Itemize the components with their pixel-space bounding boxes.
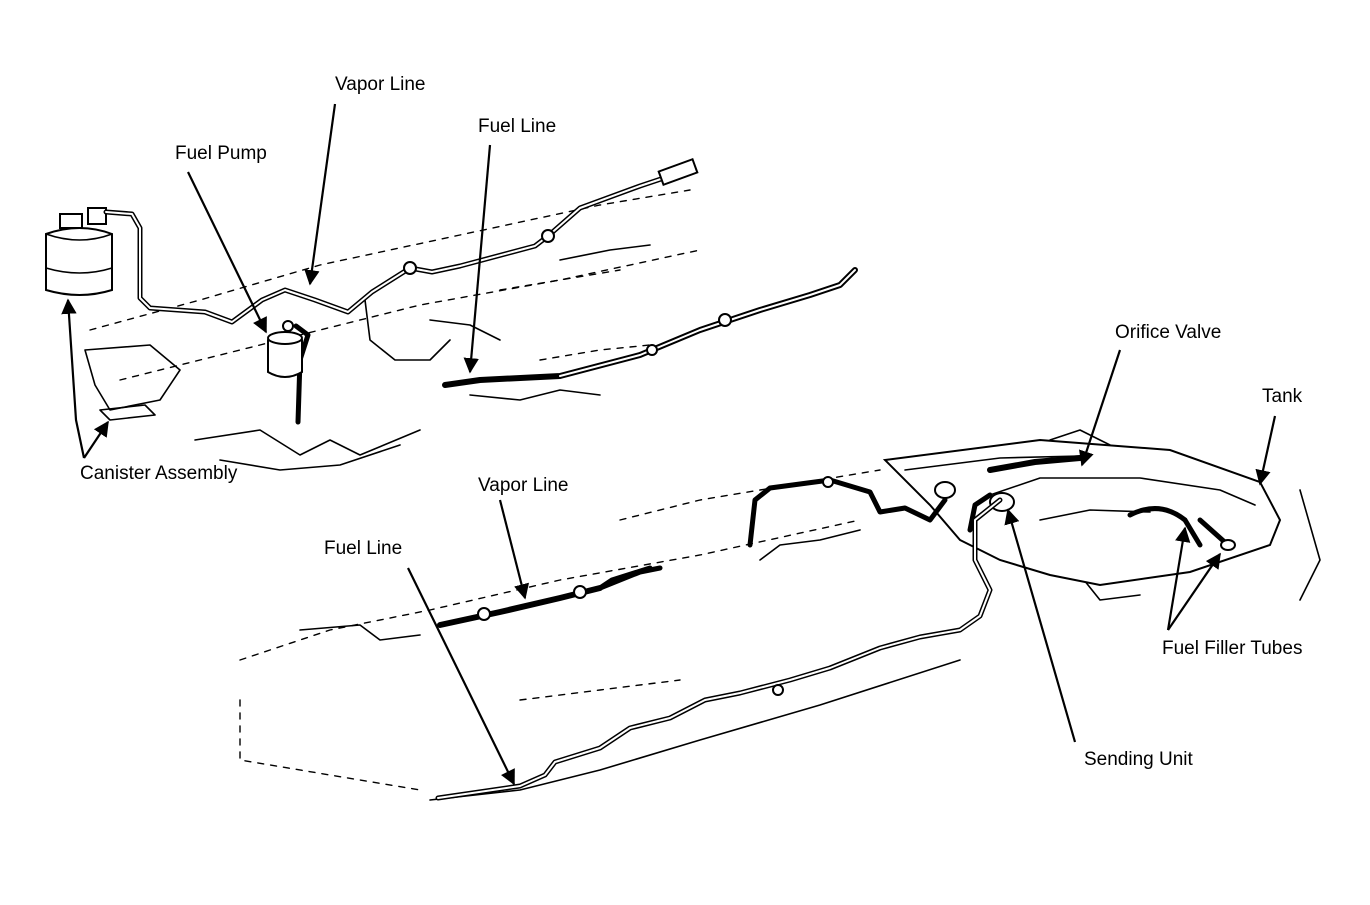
label-fuel-pump: Fuel Pump xyxy=(175,143,267,164)
label-canister-assembly: Canister Assembly xyxy=(80,463,238,484)
fuel-tank xyxy=(882,429,1282,587)
arrow-canister-1 xyxy=(61,298,86,459)
arrow-orifice-valve xyxy=(1079,349,1122,467)
label-fuel-filler-tubes: Fuel Filler Tubes xyxy=(1162,638,1303,659)
arrow-vapor-line-bottom xyxy=(498,499,530,600)
rear-chassis-outline xyxy=(239,469,1321,801)
label-sending-unit: Sending Unit xyxy=(1084,749,1193,770)
arrow-fuel-pump xyxy=(187,171,267,334)
label-fuel-line-bottom: Fuel Line xyxy=(324,538,403,559)
canister-assembly xyxy=(45,207,113,296)
label-fuel-line-top: Fuel Line xyxy=(478,116,557,137)
fuel-pump xyxy=(267,320,303,378)
label-orifice-valve: Orifice Valve xyxy=(1115,322,1222,343)
arrow-fuel-line-bottom xyxy=(407,567,515,786)
fuel-line-bottom xyxy=(435,497,1003,801)
orifice-valve xyxy=(934,455,1083,499)
arrow-sending-unit xyxy=(1004,508,1077,743)
arrow-tank xyxy=(1255,415,1277,486)
fuel-filler-tubes xyxy=(1127,506,1236,551)
front-chassis-outline xyxy=(84,189,701,471)
arrow-fuel-line-top xyxy=(463,144,492,374)
label-tank: Tank xyxy=(1262,386,1303,407)
label-vapor-line-bottom: Vapor Line xyxy=(478,475,569,496)
leader-arrows xyxy=(61,103,1277,786)
arrow-vapor-line-top xyxy=(304,103,337,286)
sending-unit xyxy=(967,492,1015,533)
label-vapor-line-top: Vapor Line xyxy=(335,74,426,95)
fuel-line-top xyxy=(293,267,858,425)
vapor-line-bottom xyxy=(437,476,948,628)
vapor-line-top xyxy=(103,157,699,325)
arrow-filler-tube-2 xyxy=(1167,552,1221,631)
arrow-canister-2 xyxy=(83,420,109,459)
arrow-filler-tube-1 xyxy=(1166,526,1191,631)
